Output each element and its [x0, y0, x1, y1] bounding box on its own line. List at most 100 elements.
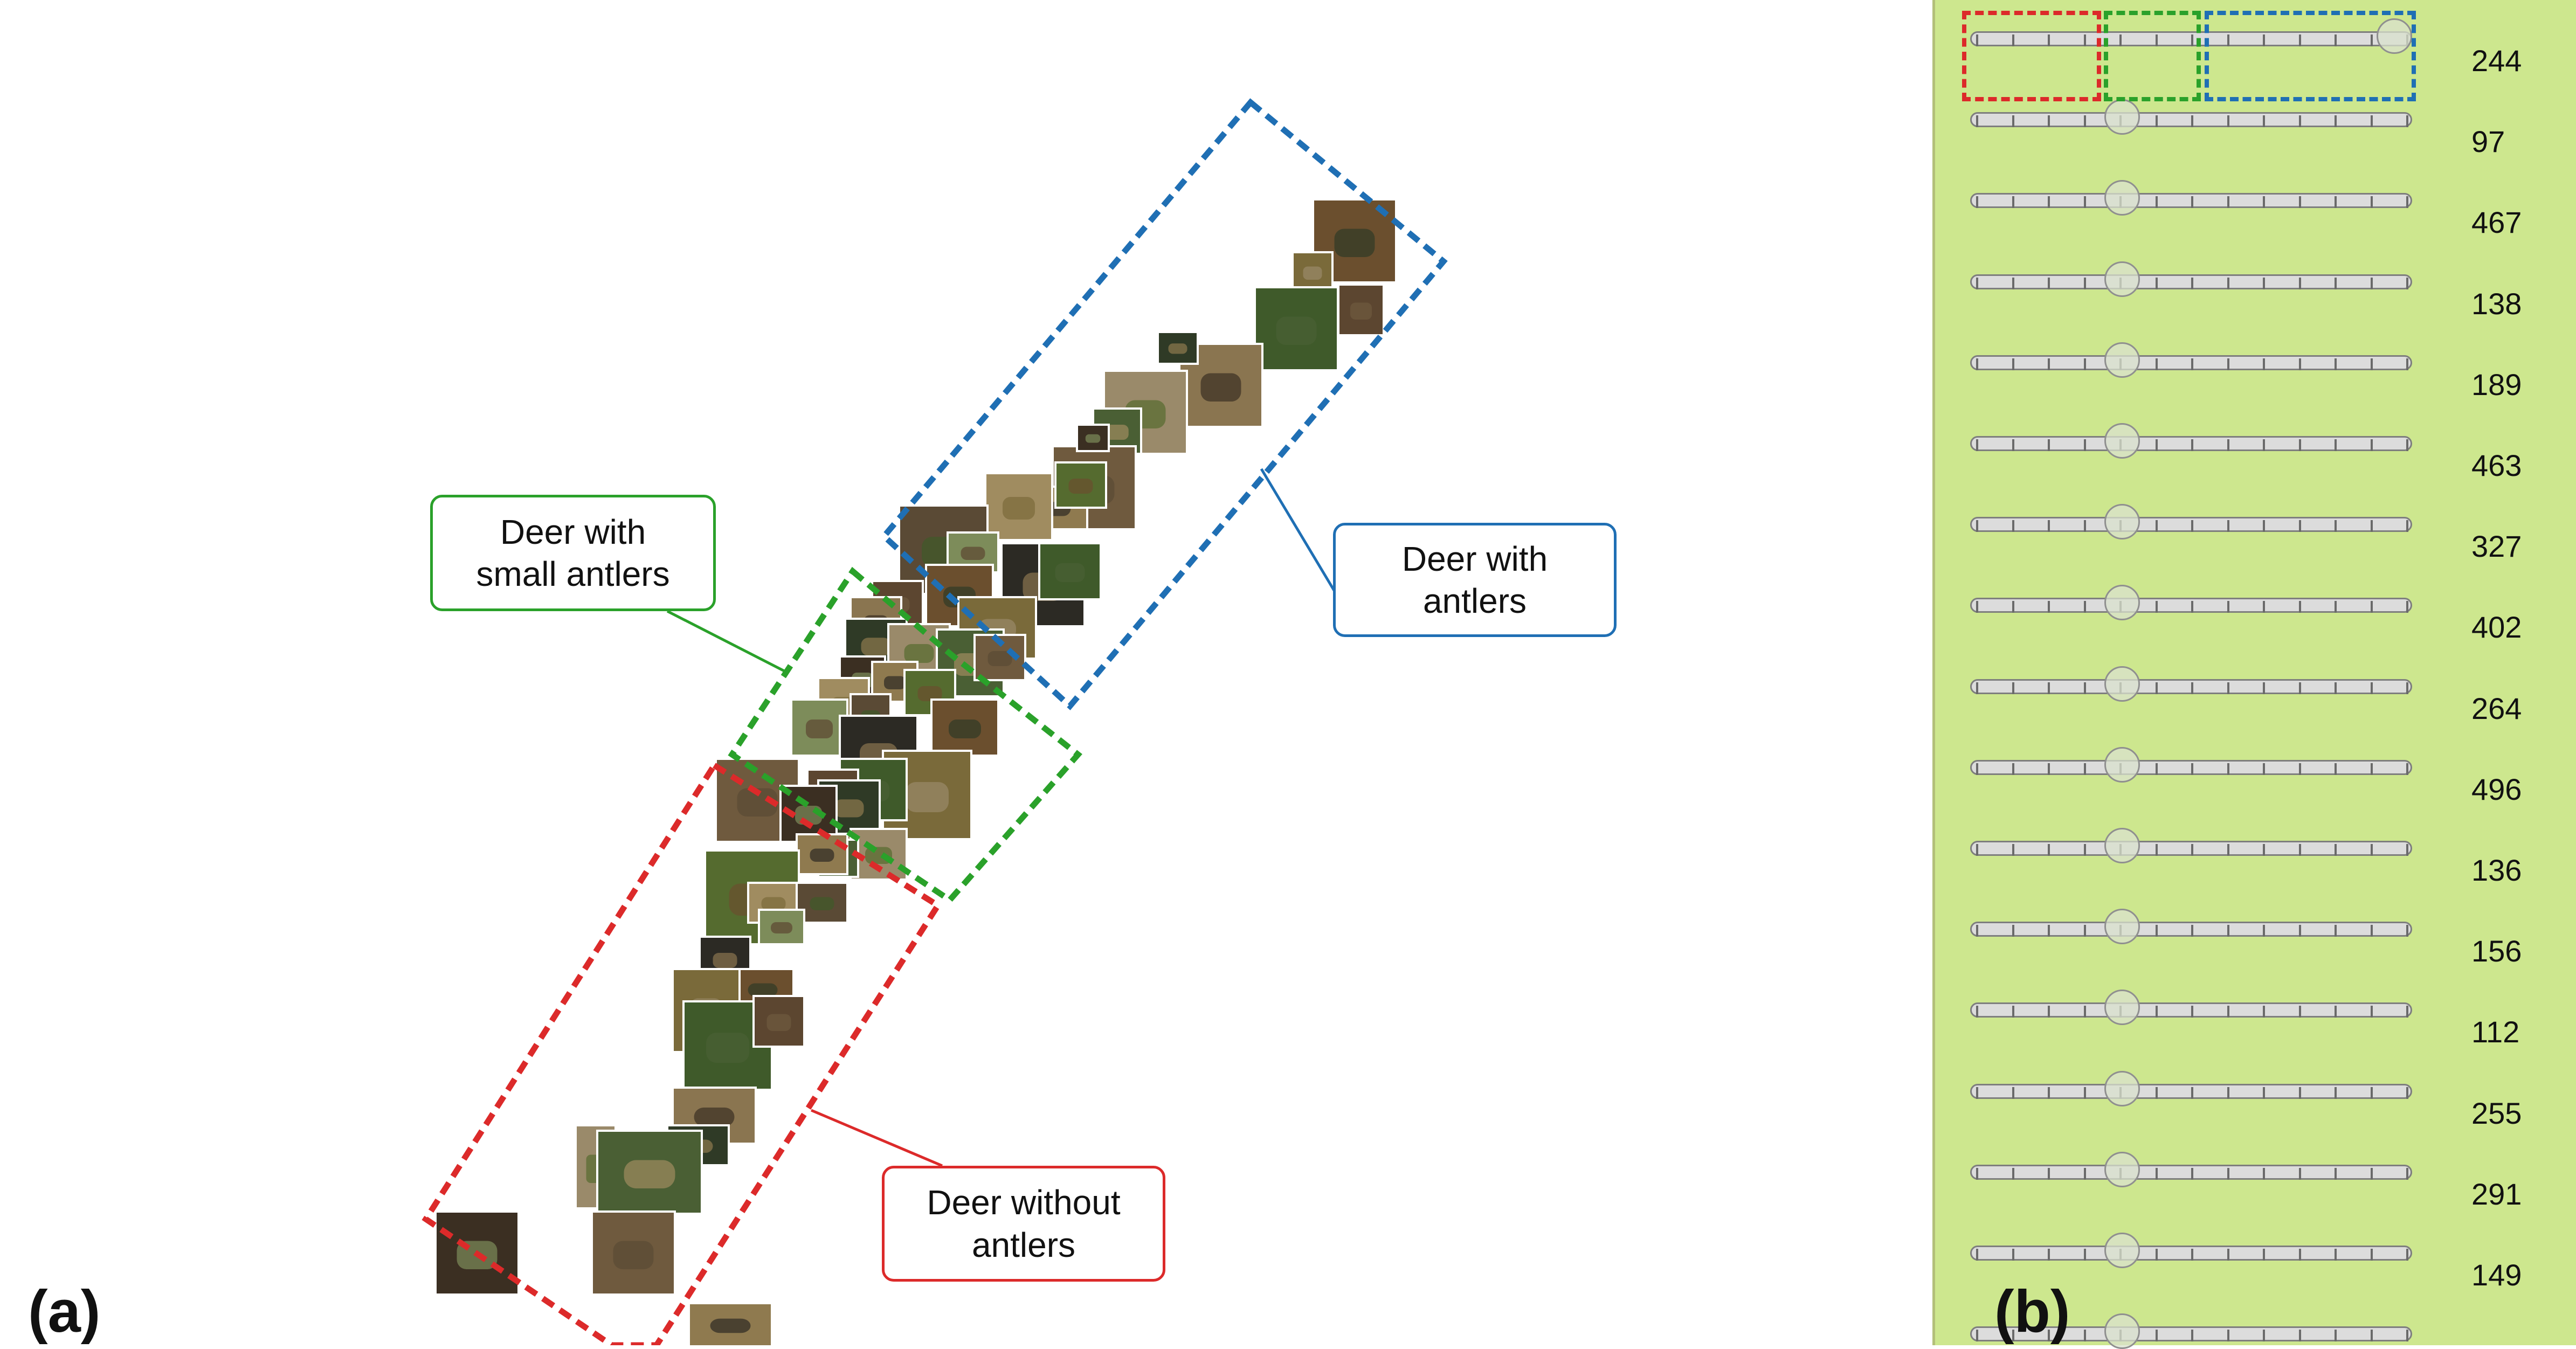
slider-thumb[interactable]	[2104, 909, 2140, 945]
slider-tick	[1976, 1006, 1978, 1018]
slider-tick	[2155, 1167, 2158, 1180]
image-scatter-plot[interactable]	[0, 0, 1932, 1345]
slider-tick	[2048, 277, 2050, 289]
feature-slider-4[interactable]: 138	[1970, 261, 2522, 321]
slider-track[interactable]	[1970, 598, 2412, 613]
feature-slider-11[interactable]: 136	[1970, 828, 2522, 887]
slider-tick	[2155, 439, 2158, 451]
slider-tick	[2227, 1330, 2229, 1342]
slider-tick	[2191, 1087, 2193, 1099]
feature-slider-5[interactable]: 189	[1970, 342, 2522, 402]
slider-tick	[2191, 115, 2193, 128]
slider-group-box-antlers	[2205, 11, 2416, 101]
slider-tick	[2335, 277, 2337, 289]
slider-value: 467	[2471, 205, 2522, 240]
slider-track[interactable]	[1970, 679, 2412, 694]
slider-tick	[2227, 1006, 2229, 1018]
slider-track[interactable]	[1970, 193, 2412, 209]
slider-thumb[interactable]	[2104, 261, 2140, 297]
panel-label-a: (a)	[28, 1278, 101, 1345]
slider-tick	[2227, 439, 2229, 451]
slider-track[interactable]	[1970, 112, 2412, 128]
slider-tick	[2263, 196, 2265, 209]
slider-track[interactable]	[1970, 517, 2412, 532]
slider-tick	[2298, 358, 2301, 370]
feature-slider-8[interactable]: 402	[1970, 585, 2522, 644]
deer-shape	[624, 1160, 675, 1188]
slider-track[interactable]	[1970, 1246, 2412, 1261]
slider-tick	[2263, 1006, 2265, 1018]
deer-shape	[748, 983, 778, 997]
slider-tick	[2012, 115, 2014, 128]
feature-slider-17[interactable]	[1970, 1313, 2412, 1349]
slider-tick	[2191, 601, 2193, 613]
feature-slider-16[interactable]: 149	[1970, 1233, 2522, 1292]
slider-tick	[1976, 1167, 1978, 1180]
slider-thumb[interactable]	[2104, 666, 2140, 702]
slider-track[interactable]	[1970, 759, 2412, 775]
slider-tick	[2370, 925, 2373, 937]
slider-thumb[interactable]	[2104, 746, 2140, 783]
feature-slider-6[interactable]: 463	[1970, 423, 2522, 482]
slider-thumb[interactable]	[2104, 180, 2140, 216]
slider-tick	[2298, 520, 2301, 532]
feature-slider-2[interactable]: 97	[1970, 99, 2505, 158]
feature-slider-10[interactable]: 496	[1970, 746, 2522, 806]
slider-thumb[interactable]	[2104, 342, 2140, 378]
slider-thumb[interactable]	[2104, 585, 2140, 621]
slider-tick	[2298, 601, 2301, 613]
slider-track[interactable]	[1970, 1002, 2412, 1018]
slider-tick	[2406, 358, 2408, 370]
feature-slider-14[interactable]: 255	[1970, 1070, 2522, 1130]
deer-shape	[834, 799, 864, 818]
feature-slider-12[interactable]: 156	[1970, 909, 2522, 968]
feature-slider-15[interactable]: 291	[1970, 1151, 2522, 1211]
slider-track[interactable]	[1970, 1083, 2412, 1099]
feature-slider-13[interactable]: 112	[1970, 990, 2519, 1049]
slider-tick	[2335, 439, 2337, 451]
slider-thumb[interactable]	[2104, 423, 2140, 459]
slider-thumb[interactable]	[2104, 99, 2140, 135]
slider-tick	[1976, 601, 1978, 613]
slider-tick	[2048, 925, 2050, 937]
feature-slider-7[interactable]: 327	[1970, 504, 2522, 563]
slider-track[interactable]	[1970, 1164, 2412, 1180]
slider-thumb[interactable]	[2104, 1151, 2140, 1187]
slider-track[interactable]	[1970, 31, 2412, 46]
slider-tick	[2155, 601, 2158, 613]
slider-tick	[2048, 439, 2050, 451]
slider-track[interactable]	[1970, 922, 2412, 937]
deer-shape	[1168, 343, 1187, 354]
slider-track[interactable]	[1970, 274, 2412, 289]
slider-thumb[interactable]	[2104, 828, 2140, 863]
slider-tick	[2298, 925, 2301, 937]
slider-thumb[interactable]	[2104, 1070, 2140, 1106]
slider-tick	[2048, 34, 2050, 46]
slider-tick	[2191, 439, 2193, 451]
feature-slider-3[interactable]: 467	[1970, 180, 2522, 239]
slider-tick	[2298, 682, 2301, 694]
slider-tick	[2263, 925, 2265, 937]
slider-tick	[2012, 520, 2014, 532]
slider-thumb[interactable]	[2104, 1313, 2140, 1349]
deer-shape	[1334, 229, 1375, 257]
deer-shape	[1200, 373, 1241, 402]
slider-track[interactable]	[1970, 841, 2412, 856]
feature-slider-9[interactable]: 264	[1970, 666, 2522, 725]
slider-thumb[interactable]	[2104, 504, 2140, 540]
slider-thumb[interactable]	[2104, 1233, 2140, 1268]
slider-tick	[2370, 844, 2373, 856]
deer-shape	[987, 651, 1012, 666]
slider-thumb[interactable]	[2104, 990, 2140, 1026]
slider-track[interactable]	[1970, 355, 2412, 370]
slider-thumb[interactable]	[2377, 18, 2412, 54]
slider-tick	[2083, 682, 2086, 694]
deer-shape	[713, 953, 737, 968]
slider-tick	[2406, 196, 2408, 209]
slider-track[interactable]	[1970, 1326, 2412, 1342]
feature-slider-1[interactable]: 244	[1970, 18, 2522, 78]
slider-track[interactable]	[1970, 436, 2412, 451]
